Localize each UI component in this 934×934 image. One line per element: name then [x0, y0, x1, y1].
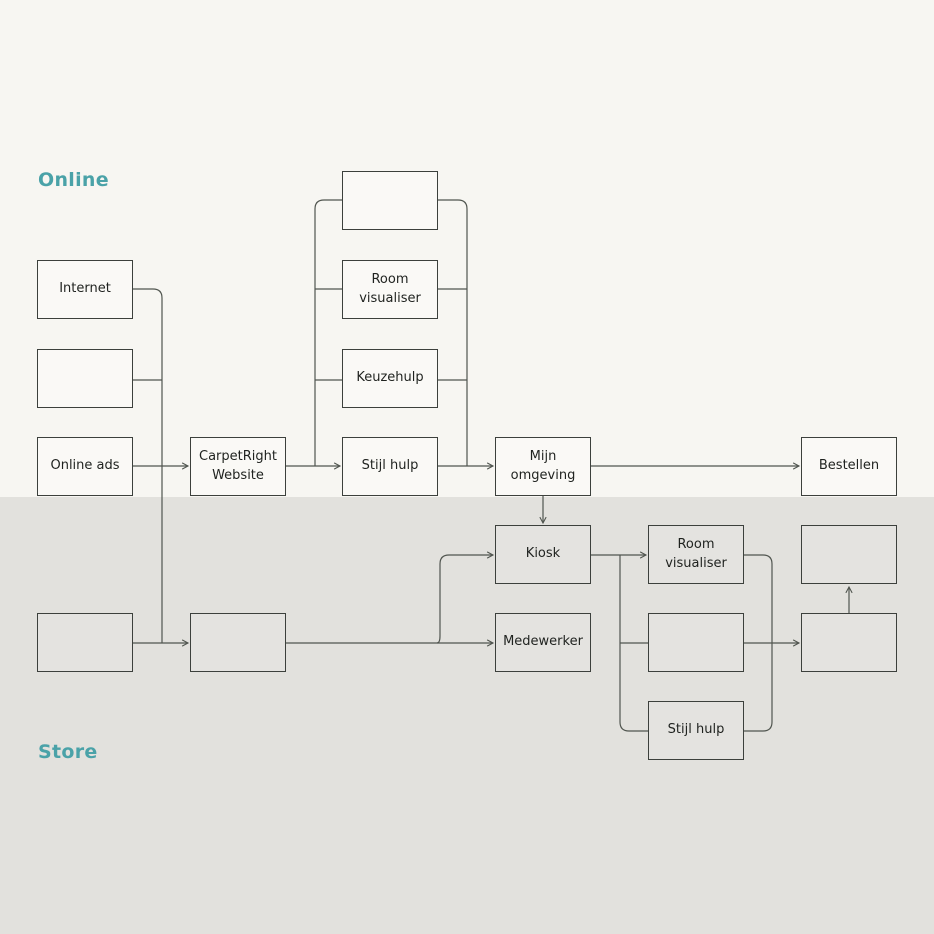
- node-online-ads: Online ads: [37, 437, 133, 496]
- node-kiosk-label: Kiosk: [525, 546, 561, 562]
- node-empty-store-left-2: [190, 613, 286, 672]
- node-mijn-omgeving-label: Mijn omgeving: [510, 448, 576, 483]
- node-medewerker-label: Medewerker: [503, 634, 583, 650]
- node-keuzehulp: Keuzehulp: [342, 349, 438, 408]
- node-empty-store-left-1: [37, 613, 133, 672]
- node-online-ads-label: Online ads: [50, 458, 120, 474]
- node-stijl-hulp-store-label: Stijl hulp: [667, 722, 725, 738]
- node-room-visualiser-online: Room visualiser: [342, 260, 438, 319]
- node-carpetright-website: CarpetRight Website: [190, 437, 286, 496]
- node-empty-store-right-top: [801, 525, 897, 584]
- store-section-label: Store: [38, 741, 98, 763]
- node-stijl-hulp-online-label: Stijl hulp: [361, 458, 419, 474]
- edge-website-branch-left-vertical: [314, 199, 342, 466]
- edge-kiosk-branch-vertical-to-stijlhulp-store: [619, 555, 648, 732]
- store-section-background: [0, 497, 934, 934]
- edge-branch-up-to-kiosk-arrow: [436, 551, 495, 644]
- online-section-label: Online: [38, 169, 109, 191]
- node-internet-label: Internet: [59, 281, 111, 297]
- node-stijl-hulp-online: Stijl hulp: [342, 437, 438, 496]
- node-room-visualiser-online-label: Room visualiser: [359, 271, 421, 306]
- node-bestellen-label: Bestellen: [818, 458, 880, 474]
- node-stijl-hulp-store: Stijl hulp: [648, 701, 744, 760]
- edge-internet-to-store-line: [132, 288, 163, 643]
- node-kiosk: Kiosk: [495, 525, 591, 584]
- edge-website-branch-right-vertical: [438, 199, 468, 466]
- node-bestellen: Bestellen: [801, 437, 897, 496]
- node-keuzehulp-label: Keuzehulp: [356, 370, 424, 386]
- node-mijn-omgeving: Mijn omgeving: [495, 437, 591, 496]
- node-room-visualiser-store: Room visualiser: [648, 525, 744, 584]
- node-empty-online: [37, 349, 133, 408]
- node-empty-store-right-bottom: [801, 613, 897, 672]
- node-carpetright-website-label: CarpetRight Website: [199, 448, 277, 483]
- node-room-visualiser-store-label: Room visualiser: [665, 536, 727, 571]
- node-internet: Internet: [37, 260, 133, 319]
- node-medewerker: Medewerker: [495, 613, 591, 672]
- node-empty-top: [342, 171, 438, 230]
- node-empty-store-middle: [648, 613, 744, 672]
